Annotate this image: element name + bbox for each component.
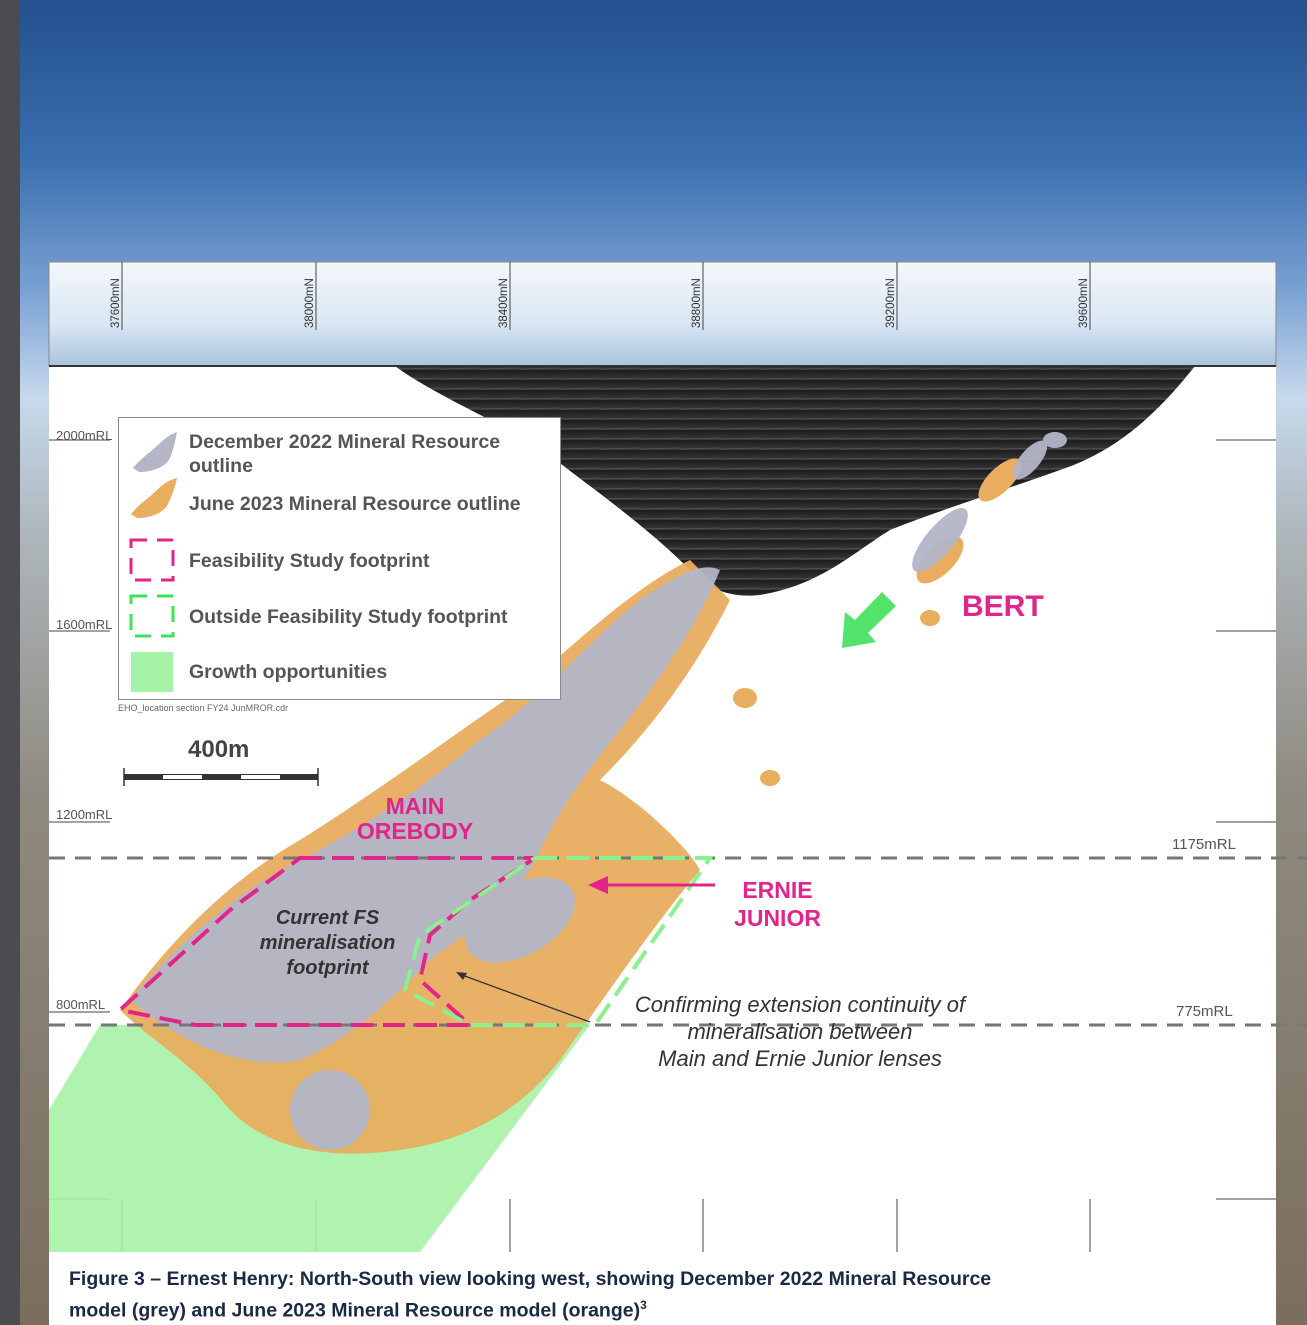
left-strip: [0, 0, 20, 1325]
green-square-icon: [131, 652, 173, 692]
magenta-dashed-box-icon: [129, 538, 175, 582]
ernie-arrow-head: [588, 876, 608, 894]
rl-label-1600: 1600mRL: [56, 617, 113, 632]
northing-label: 38800mN: [691, 278, 703, 328]
legend-file-name: EHO_location section FY24 JunMROR.cdr: [118, 703, 289, 713]
northing-header: [48, 261, 1277, 367]
northing-ticks: [121, 262, 1091, 330]
scale-bar: [123, 768, 319, 786]
confirming-leader-line: [461, 974, 591, 1023]
orebody-grey: [130, 432, 1067, 1150]
rl-label-1175: 1175mRL: [1172, 836, 1236, 853]
legend-label: Feasibility Study footprint: [189, 550, 430, 572]
legend-label: June 2023 Mineral Resource outline: [189, 493, 521, 515]
figure-caption: Figure 3 – Ernest Henry: North-South vie…: [49, 1252, 1276, 1325]
northing-label: 39600mN: [1078, 278, 1090, 328]
legend-label: Outside Feasibility Study footprint: [189, 606, 508, 628]
northing-label: 37600mN: [110, 278, 122, 328]
grey-blob-icon: [133, 432, 177, 472]
rl-label-800: 800mRL: [56, 997, 106, 1012]
open-pit: [395, 366, 1195, 596]
northing-label: 38000mN: [304, 278, 316, 328]
rl-label-2000: 2000mRL: [56, 428, 113, 443]
rl-label-1200: 1200mRL: [56, 807, 113, 822]
bert-label: BERT: [962, 590, 1044, 623]
green-dashed-box-icon: [129, 594, 175, 638]
scale-bar-label: 400m: [188, 736, 250, 763]
caption-text: Figure 3 – Ernest Henry: North-South vie…: [69, 1268, 992, 1322]
northing-label: 39200mN: [885, 278, 897, 328]
orange-blob-icon: [131, 478, 177, 518]
northing-label: 38400mN: [498, 278, 510, 328]
rl-label-775: 775mRL: [1176, 1003, 1233, 1020]
legend-label: Growth opportunities: [189, 661, 388, 683]
fs-footprint-outline: [115, 856, 542, 1027]
bert-arrow: [842, 592, 896, 648]
